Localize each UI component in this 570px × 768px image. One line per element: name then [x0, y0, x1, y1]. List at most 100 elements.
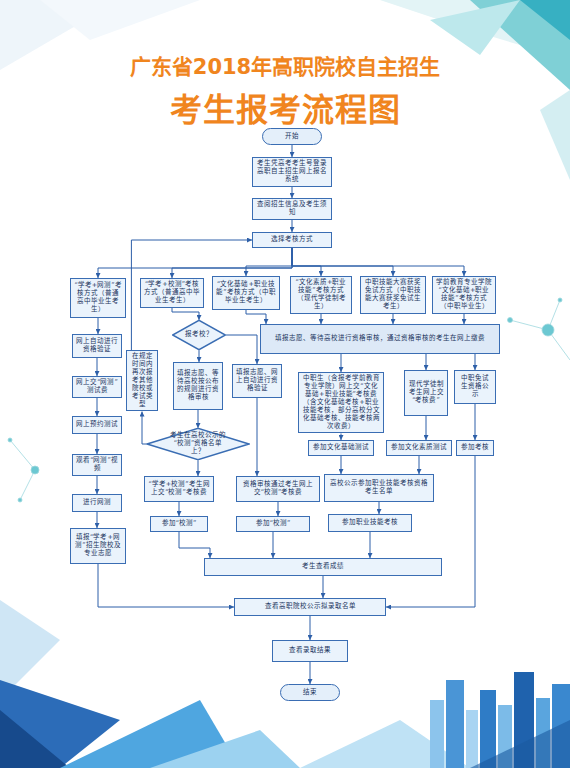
decision-diamond: 报考校？ — [172, 320, 226, 350]
flow-arrow — [426, 354, 427, 370]
diagram-title: 广东省2018年高职院校自主招生 — [0, 50, 570, 80]
node-text-group: 填报志愿、网上自动进行资格验证 — [236, 369, 278, 393]
network-deco — [8, 298, 570, 502]
node-text-group: 参加“校测” — [162, 520, 197, 528]
node-text-group: 开始 — [285, 133, 299, 141]
node-text-group: 报考校？ — [185, 331, 213, 339]
flow-arrow — [341, 434, 342, 441]
node-text: 中职免试生资格公示 — [458, 375, 492, 399]
node-text-group: 资格审核通过考生网上交“校测”考核费 — [240, 481, 316, 497]
process-box: 进行网测 — [72, 494, 122, 512]
node-text-group: 查阅招生信息及考生须知 — [256, 201, 328, 217]
node-text-group: 学前教育专业学院“文化基础+职业技能”考核方式（中职毕业生） — [436, 279, 492, 311]
flow-arrow — [199, 350, 200, 362]
process-box: 现代学徒制考生网上交“考核费” — [404, 370, 448, 416]
node-text: 网上自动进行资格验证 — [76, 338, 118, 354]
deco-shape — [470, 720, 570, 768]
node-text: 资格审核通过考生网上交“校测”考核费 — [240, 481, 316, 497]
flow-arrow — [419, 456, 420, 474]
node-text-group: 考生查看成绩 — [302, 563, 344, 571]
node-text: 考生在高校公示的“校测”资格名单上？ — [170, 432, 226, 456]
flow-arrow — [341, 354, 342, 372]
flow-arrow — [246, 248, 292, 276]
process-box: 网上预约测试 — [72, 416, 122, 434]
node-text-group: 参加“校测” — [256, 520, 291, 528]
flow-arrow — [475, 354, 476, 370]
node-text: 参加考核 — [461, 444, 489, 452]
node-text: 填报志愿、网上自动进行资格验证 — [236, 369, 278, 393]
flow-arrow — [198, 410, 199, 428]
flow-arrow — [292, 145, 293, 157]
node-text-group: 参加文化基础测试 — [313, 444, 369, 452]
process-box: “学考+校测”考核方式（普通高中毕业生考生） — [140, 278, 204, 308]
diamond-shape — [173, 320, 226, 349]
deco-shape — [40, 0, 200, 40]
node-text-group: 填报志愿、等待高校进行资格审核，通过资格审核的考生在网上缴费 — [275, 335, 485, 343]
flow-arrow — [98, 248, 292, 278]
deco-shape — [520, 0, 570, 40]
process-box: 参加文化素质测试 — [386, 440, 452, 456]
node-text: “文化素质+职业技能”考核方式（现代学徒制考生） — [294, 279, 348, 311]
terminal-box: 结束 — [280, 684, 340, 701]
node-text-group: 考生在高校公示的“校测”资格名单上？ — [170, 432, 226, 456]
process-box: 查看高职院校公示拟录取名单 — [234, 598, 386, 616]
process-box: 观看“网测”视频 — [72, 454, 122, 476]
node-text-group: 填报志愿、等待高校按公布的规则进行资格审核 — [177, 370, 219, 402]
process-box: 学前教育专业学院“文化基础+职业技能”考核方式（中职毕业生） — [432, 276, 496, 314]
node-text: 参加“校测” — [256, 520, 291, 528]
flow-arrow — [386, 456, 475, 607]
flow-arrow — [97, 512, 98, 528]
node-text-group: 填报“学考+网测”招生院校及专业志愿 — [74, 534, 122, 558]
flow-arrow — [198, 460, 199, 476]
node-text: 考生查看成绩 — [302, 563, 344, 571]
process-box: 网上交“网测”测试费 — [72, 376, 122, 398]
flow-arrow — [172, 308, 199, 320]
node-text: 选择考核方式 — [271, 236, 313, 244]
process-box: 填报志愿、等待高校进行资格审核，通过资格审核的考生在网上缴费 — [260, 324, 500, 354]
node-text-group: “学考+校测”考生网上交“校测”考核费 — [148, 481, 210, 497]
node-text-group: “学考+校测”考核方式（普通高中毕业生考生） — [144, 281, 200, 305]
process-box: 填报志愿、等待高校按公布的规则进行资格审核 — [173, 362, 223, 410]
flow-arrow — [226, 335, 257, 364]
deco-shape — [540, 90, 570, 180]
process-box: 参加文化基础测试 — [308, 440, 374, 456]
flow-arrow — [323, 576, 324, 598]
node-text: 在规定时间内再次报考其他院校或考试类型 — [130, 353, 154, 408]
node-text-group: “学考+网测”考核方式（普通高中毕业生考生） — [74, 282, 122, 314]
node-text-group: 进行网测 — [83, 499, 111, 507]
node-text: “学考+网测”考核方式（普通高中毕业生考生） — [74, 282, 122, 314]
deco-shape — [300, 720, 470, 768]
node-text: 中职技能大赛获奖免试方式（中职技能大赛获奖免试生考生） — [364, 279, 422, 311]
flow-arrow — [142, 412, 146, 445]
terminal-box: 开始 — [262, 128, 322, 145]
node-text-group: 网上预约测试 — [76, 421, 118, 429]
flow-arrow — [292, 248, 393, 276]
flow-arrow — [98, 318, 99, 334]
node-text-group: 查看高职院校公示拟录取名单 — [265, 603, 356, 611]
node-text: 观看“网测”视频 — [76, 457, 118, 473]
node-text: “学考+校测”考核方式（普通高中毕业生考生） — [144, 281, 200, 305]
node-text-group: 查看录取结果 — [289, 647, 331, 655]
process-box: 参加“校测” — [236, 516, 310, 532]
flow-arrow — [310, 616, 311, 640]
city-skyline — [430, 672, 570, 768]
process-box: 选择考核方式 — [252, 232, 332, 248]
node-text-group: 中职生（含报考学前教育专业学院）网上交“文化基础+职业技能”考核费（含文化基础考… — [302, 375, 380, 430]
process-box: “学考+校测”考生网上交“校测”考核费 — [144, 476, 214, 502]
node-text-group: 参加文化素质测试 — [391, 444, 447, 452]
deco-shape — [430, 0, 520, 55]
process-box: 网上自动进行资格验证 — [72, 334, 122, 358]
process-box: 中职免试生资格公示 — [454, 370, 496, 404]
node-text: 高校公示参加职业技能考核资格考生名单 — [328, 480, 430, 496]
node-text: 填报“学考+网测”招生院校及专业志愿 — [74, 534, 122, 558]
node-text-group: 结束 — [303, 689, 317, 697]
node-text: 参加职业技能考核 — [342, 519, 398, 527]
decision-diamond: 考生在高校公示的“校测”资格名单上？ — [146, 428, 250, 460]
node-text: 开始 — [285, 133, 299, 141]
process-box: 中职技能大赛获奖免试方式（中职技能大赛获奖免试生考生） — [360, 276, 426, 314]
flow-arrow — [278, 502, 279, 516]
node-text: 填报志愿、等待高校按公布的规则进行资格审核 — [177, 370, 219, 402]
process-box: 参加职业技能考核 — [328, 514, 412, 532]
node-text: 参加文化基础测试 — [313, 444, 369, 452]
node-text-group: 中职技能大赛获奖免试方式（中职技能大赛获奖免试生考生） — [364, 279, 422, 311]
